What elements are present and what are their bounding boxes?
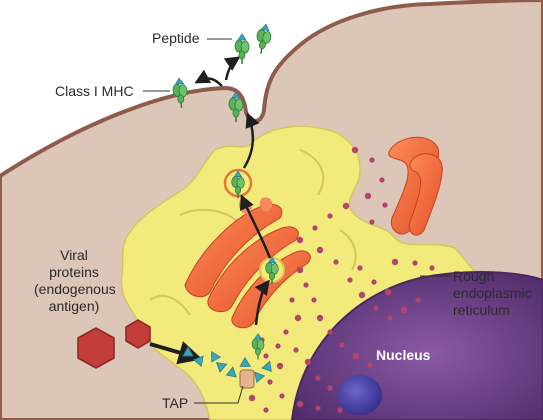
peptide-fragments — [182, 346, 272, 384]
ribosome-dot — [289, 297, 295, 303]
ribosome-dot — [358, 291, 366, 299]
er-fold-2 — [299, 149, 325, 196]
ribosome-dot — [342, 202, 350, 210]
ribosome-dot — [304, 358, 312, 366]
viral-proteins-line-3: (endogenous — [34, 281, 116, 297]
ribosomes — [248, 146, 435, 413]
peptide-fragment — [182, 346, 194, 357]
nucleus-label: Nucleus — [376, 347, 431, 363]
ribosome-dot — [327, 385, 333, 391]
ribosome-dot — [316, 314, 324, 322]
ribosome-dot — [263, 407, 269, 413]
ribosome-dot — [263, 353, 269, 359]
peptide-fragment — [211, 350, 222, 363]
viral-protein-small — [125, 319, 151, 349]
ribosome-dot — [351, 146, 359, 154]
ribosome-dot — [384, 288, 392, 296]
peptide-label: Peptide — [152, 30, 200, 46]
viral-proteins-line-4: antigen) — [48, 298, 100, 314]
ribosome-dot — [296, 236, 304, 244]
ribosome-dot — [352, 352, 360, 360]
ribosome-dot — [283, 329, 289, 335]
er-fold-4 — [339, 229, 357, 271]
rough-er-label: Rough endoplasmic reticulum — [453, 268, 532, 319]
ribosome-dot — [311, 297, 317, 303]
peptide-fragment — [215, 362, 228, 373]
ribosome-dot — [248, 394, 256, 402]
ribosome-dot — [276, 362, 284, 370]
pathway-arrow-golgi-to-membrane — [242, 112, 260, 169]
ribosome-dot — [315, 405, 321, 411]
ribosome-dot — [333, 259, 339, 265]
ribosome-dot — [415, 297, 421, 303]
class-i-mhc-molecule — [231, 170, 245, 199]
ribosome-dot — [429, 265, 435, 271]
rough-er-line-2: endoplasmic — [453, 285, 532, 301]
ribosome-dot — [303, 282, 309, 288]
ribosome-dot — [293, 347, 299, 353]
rough-er-line-3: reticulum — [453, 302, 510, 318]
viral-proteins-label: Viral proteins (endogenous antigen) — [34, 247, 116, 315]
class-i-mhc-molecule — [251, 333, 265, 360]
pathway-arrow-surface-left — [194, 69, 223, 87]
tap-label: TAP — [162, 395, 189, 411]
ribosome-dot — [391, 258, 399, 266]
ribosome-dot — [337, 407, 343, 413]
rough-er-line-1: Rough — [453, 268, 495, 284]
nucleolus — [338, 375, 382, 415]
peptide-fragment — [225, 366, 237, 378]
golgi-apparatus-right — [388, 136, 443, 236]
class-i-mhc-molecule — [234, 33, 250, 64]
class-i-mhc-label: Class I MHC — [55, 83, 134, 99]
ribosome-dot — [379, 177, 385, 183]
ribosome-dot — [312, 225, 318, 231]
ribosome-dot — [327, 329, 333, 335]
ribosome-dot — [400, 306, 408, 314]
ribosome-dot — [275, 343, 281, 349]
class-i-mhc-molecule — [172, 77, 188, 108]
viral-proteins-line-2: proteins — [49, 264, 99, 280]
peptide-fragment — [261, 360, 272, 373]
peptide-fragment — [239, 356, 252, 367]
ribosome-dot — [373, 305, 379, 311]
ribosome-dot — [279, 393, 285, 399]
ribosome-dot — [294, 314, 302, 322]
ribosome-dot — [296, 400, 304, 408]
ribosome-dot — [316, 246, 324, 254]
ribosome-dot — [382, 202, 388, 208]
class-i-mhc-molecule — [265, 256, 279, 285]
ribosome-dot — [339, 342, 345, 348]
tap-transporter — [239, 369, 255, 389]
class-i-mhc-molecule — [228, 91, 244, 122]
pathway-arrow-surface-up — [223, 56, 241, 81]
tap-leader-line — [194, 385, 244, 404]
ribosome-dot — [357, 265, 363, 271]
ribosome-dot — [296, 266, 304, 274]
ribosome-dot — [387, 315, 393, 321]
pathway-arrow-vesicle-to-golgi — [240, 194, 272, 259]
viral-proteins-line-1: Viral — [60, 247, 88, 263]
viral-protein-large — [77, 327, 115, 369]
class-i-mhc-molecule — [256, 23, 272, 54]
peptide-fragment — [192, 355, 204, 368]
ribosome-dot — [347, 277, 353, 283]
ribosome-dot — [315, 375, 321, 381]
ribosome-dot — [369, 157, 375, 163]
ribosome-dot — [364, 192, 372, 200]
ribosome-dot — [369, 219, 375, 225]
ribosome-dot — [371, 279, 377, 285]
pathway-arrow-er-to-vesicle — [254, 279, 270, 326]
ribosome-dot — [367, 362, 373, 368]
ribosome-dot — [327, 213, 333, 219]
ribosome-dot — [267, 379, 273, 385]
ribosome-dot — [412, 260, 418, 266]
class-i-mhc-molecules — [172, 23, 279, 360]
peptide-fragment — [254, 371, 266, 384]
er-fold-3 — [149, 295, 191, 316]
